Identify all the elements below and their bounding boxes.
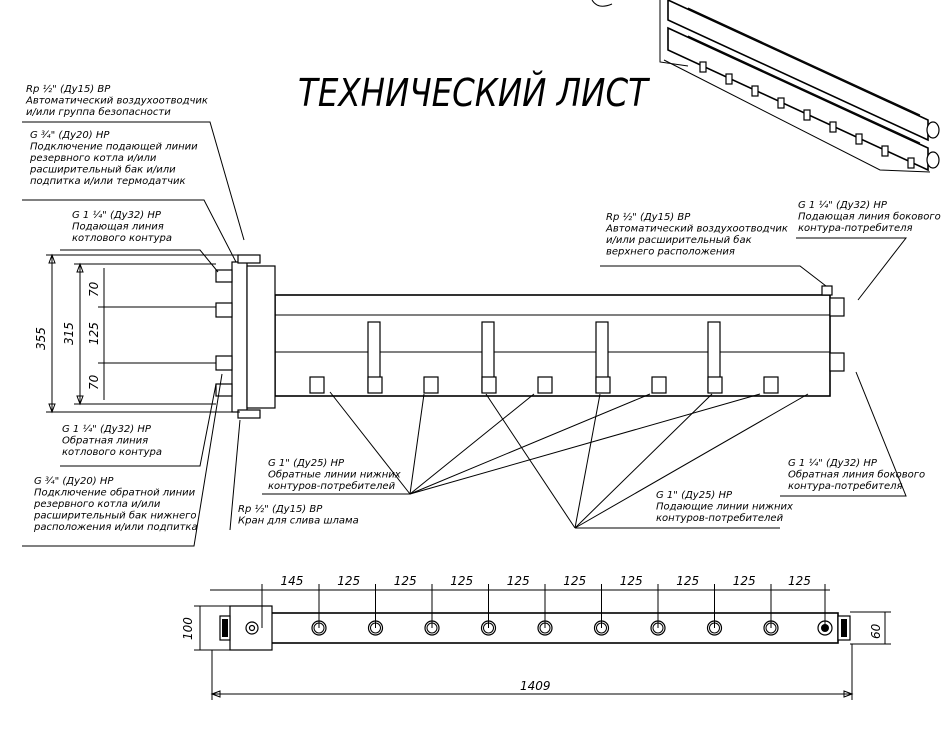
leader-supply xyxy=(574,393,601,529)
callout-l2-line: резервного котла и/или xyxy=(29,153,157,164)
dim-gap-mid: 125 xyxy=(87,322,101,345)
iso-stub xyxy=(777,97,785,109)
dim-spacing: 125 xyxy=(563,574,586,588)
iso-stub xyxy=(725,73,733,85)
callout-l6-line: Кран для слива шлама xyxy=(238,516,359,527)
iso-stub xyxy=(751,85,759,97)
callout-l10-line: контура-потребителя xyxy=(798,222,913,234)
callout-l9-line: Rp ½" (Ду15) ВР xyxy=(606,211,691,223)
leader-return xyxy=(409,393,425,495)
callout-l8-line: контуров-потребителей xyxy=(656,512,784,524)
callout-l2-line: подпитка и/или термодатчик xyxy=(30,176,186,187)
bottom-outlet xyxy=(309,376,325,394)
callout-l2-line: Подключение подающей линии xyxy=(30,142,198,153)
leader-return xyxy=(329,391,411,495)
callout-l1-line: Автоматический воздухоотводчик xyxy=(25,96,208,107)
callout-l4-line: котлового контура xyxy=(62,447,162,458)
callout-l9-line: верхнего расположения xyxy=(606,247,735,258)
iso-stub xyxy=(803,109,811,121)
bottom-outlet xyxy=(763,376,779,394)
dim-spacing: 145 xyxy=(281,574,304,588)
callout-l5-line: Подключение обратной линии xyxy=(34,487,196,499)
bottom-outlet xyxy=(595,376,611,394)
iso-stub xyxy=(829,121,837,133)
dim-spacing: 125 xyxy=(676,574,699,588)
dim-gap-bot: 70 xyxy=(87,374,101,390)
leader-return xyxy=(409,393,535,495)
dim-height-left: 100 xyxy=(181,617,195,640)
bottom-outlet xyxy=(367,376,383,394)
callout-l9-line: Автоматический воздухоотводчик xyxy=(605,224,788,235)
dim-spacing: 125 xyxy=(337,574,360,588)
callout-l7-line: G 1" (Ду25) НР xyxy=(268,458,345,469)
callout-l4-line: G 1 ¼" (Ду32) НР xyxy=(62,423,152,435)
callout-l2-line: G ¾" (Ду20) НР xyxy=(30,130,110,141)
left-dimensions: 355 315 70 125 70 xyxy=(34,253,240,414)
callout-l5-line: резервного котла и/или xyxy=(33,499,161,510)
callout-l8-line: Подающие линии нижних xyxy=(656,502,793,513)
dim-spacing: 125 xyxy=(733,574,756,588)
bottom-outlet xyxy=(537,376,553,394)
callout-l10-line: G 1 ¼" (Ду32) НР xyxy=(798,199,888,211)
bottom-outlet xyxy=(423,376,439,394)
leader-return xyxy=(409,393,651,495)
dim-height-right: 60 xyxy=(869,623,883,639)
callout-l7-line: контуров-потребителей xyxy=(268,480,396,492)
callout-l7-line: Обратные линии нижних xyxy=(268,469,401,481)
callout-l3-line: G 1 ¼" (Ду32) НР xyxy=(72,209,162,221)
dim-spacing: 125 xyxy=(450,574,473,588)
callout-l11-line: Обратная линия бокового xyxy=(788,469,925,481)
callout-l6-line: Rp ½" (Ду15) ВР xyxy=(238,503,323,515)
leader-return xyxy=(409,393,761,495)
dim-height-total: 355 xyxy=(34,327,48,350)
callout-l1-line: Rp ½" (Ду15) ВР xyxy=(26,83,111,95)
bottom-outlet xyxy=(651,376,667,394)
callout-l4-line: Обратная линия xyxy=(62,435,148,447)
callout-l3-line: Подающая линия xyxy=(72,222,164,233)
isometric-view xyxy=(591,0,940,173)
callout-l8-line: G 1" (Ду25) НР xyxy=(656,490,733,501)
callout-l5-line: G ¾" (Ду20) НР xyxy=(34,476,114,487)
dim-spacing: 125 xyxy=(620,574,643,588)
dim-spacing: 125 xyxy=(507,574,530,588)
leader-supply xyxy=(574,393,809,529)
leader-supply xyxy=(574,393,713,529)
leader-lines xyxy=(22,121,908,547)
callout-l2-line: расширительный бак и/или xyxy=(29,164,176,176)
callout-l5-line: расширительный бак нижнего xyxy=(33,510,196,522)
callout-l10-line: Подающая линия бокового xyxy=(798,211,941,223)
callout-l3-line: котлового контура xyxy=(72,233,172,244)
dim-spacing: 125 xyxy=(394,574,417,588)
bottom-outlet xyxy=(481,376,497,394)
dim-gap-top: 70 xyxy=(87,281,101,297)
iso-stub xyxy=(907,157,915,169)
dim-length-total: 1409 xyxy=(520,679,551,693)
iso-stub xyxy=(699,61,707,73)
callout-l1-line: и/или группа безопасности xyxy=(26,106,171,118)
callout-l11-line: G 1 ¼" (Ду32) НР xyxy=(788,457,878,469)
dim-spacing: 125 xyxy=(788,574,811,588)
side-elevation xyxy=(215,254,845,419)
iso-stub xyxy=(881,145,889,157)
callout-l5-line: расположения и/или подпитка xyxy=(33,522,198,533)
dim-height-inner: 315 xyxy=(62,322,76,345)
sheet-title: ТЕХНИЧЕСКИЙ ЛИСТ xyxy=(298,71,650,115)
callout-l11-line: контура-потребителя xyxy=(788,480,903,492)
leader-supply xyxy=(485,393,576,529)
iso-stub xyxy=(855,133,863,145)
bottom-outlet xyxy=(707,376,723,394)
callout-l9-line: и/или расширительный бак xyxy=(606,234,752,246)
plan-view: 100 60 145 125 125 125 125 125 125 125 125 125 14… xyxy=(181,574,891,700)
